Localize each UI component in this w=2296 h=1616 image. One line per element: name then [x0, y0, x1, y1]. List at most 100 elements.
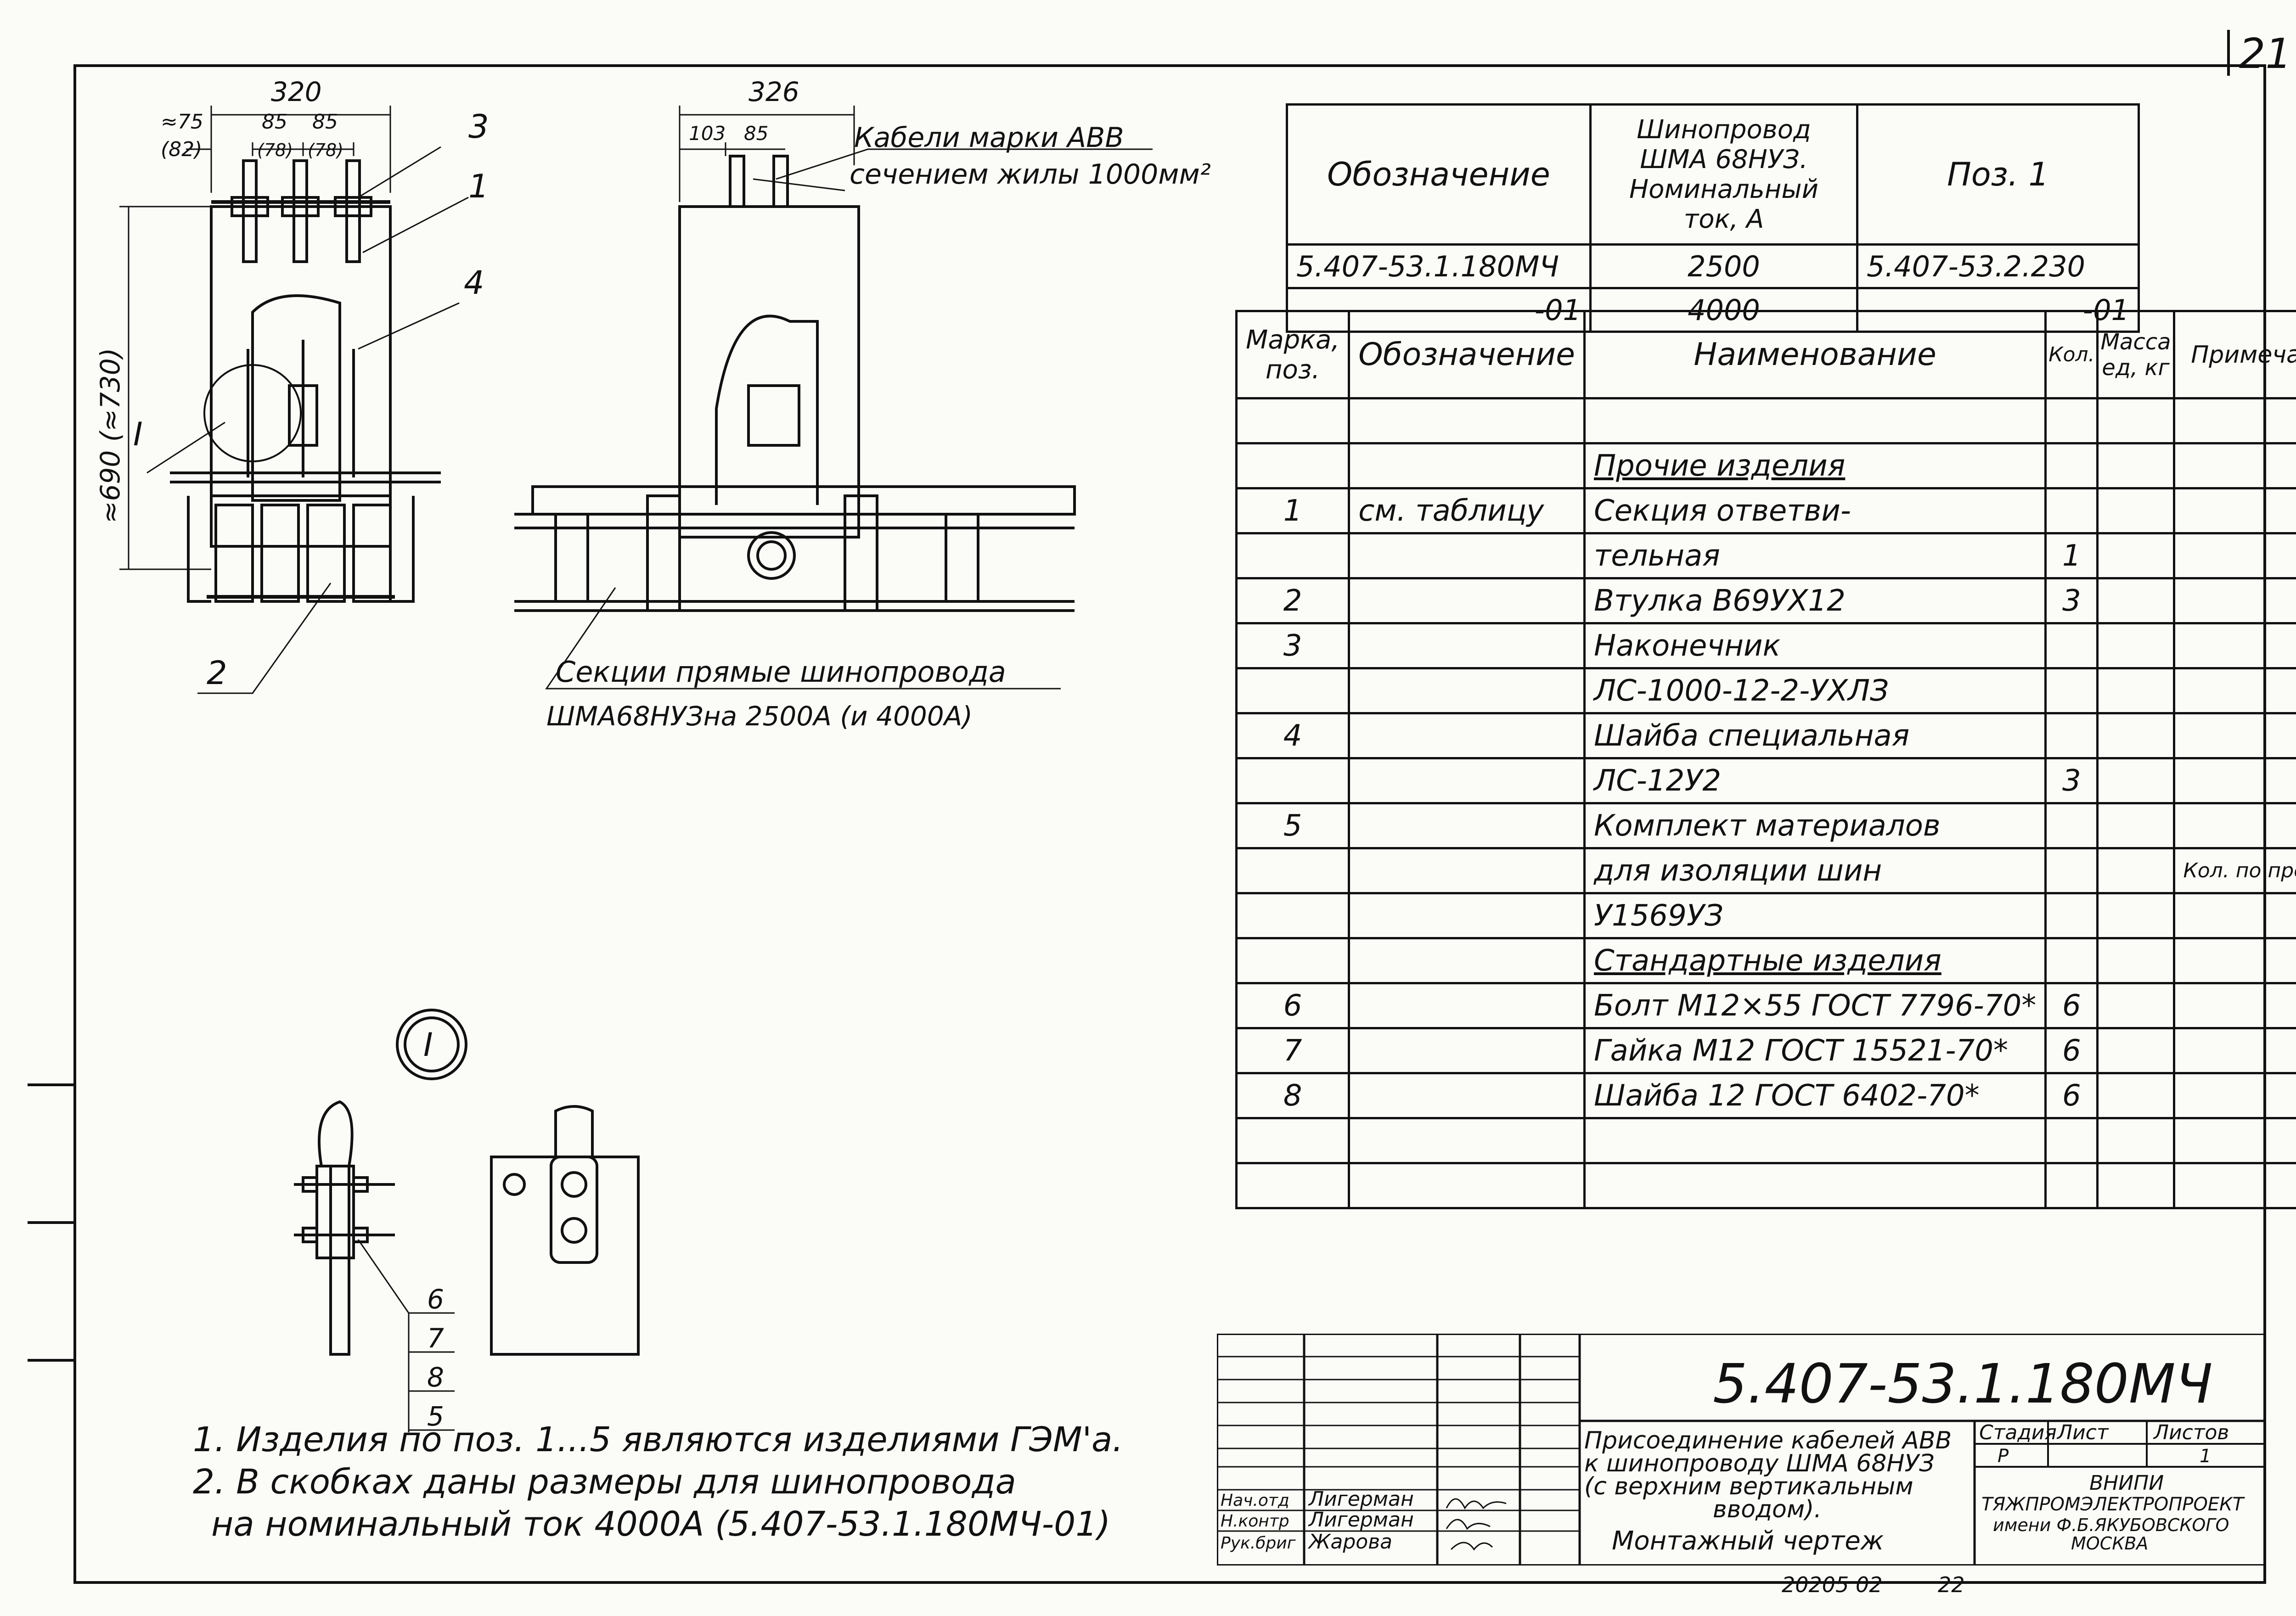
spec-cell — [2096, 577, 2175, 624]
spec-cell — [2172, 532, 2296, 579]
spec-header: Кол. — [2044, 310, 2099, 399]
spec-cell: Гайка М12 ГОСТ 15521-70* — [1583, 1027, 2047, 1074]
spec-cell — [2096, 712, 2175, 759]
spec-cell: 2 — [1235, 577, 1351, 624]
variants-cell: 2500 — [1589, 243, 1858, 289]
pos-3-label: 3 — [468, 108, 489, 146]
signature-name: Лигерман — [1308, 1508, 1414, 1532]
org-line: ВНИПИ — [2089, 1471, 2164, 1495]
spec-cell — [1348, 802, 1586, 849]
spec-cell — [2096, 532, 2175, 579]
spec-cell: Втулка В69УХ12 — [1583, 577, 2047, 624]
spec-cell — [1235, 442, 1351, 489]
spec-cell: см. таблицу — [1348, 487, 1586, 534]
table-row: Стандартные изделия — [1235, 937, 2296, 984]
spec-cell — [2172, 1162, 2296, 1209]
spec-cell — [2044, 397, 2099, 444]
spec-cell — [2096, 1072, 2175, 1119]
spec-cell — [2096, 397, 2175, 444]
spec-cell — [1348, 982, 1586, 1029]
variants-header: Поз. 1 — [1856, 103, 2140, 246]
dim-85: 85 — [312, 110, 338, 134]
pos-4-label: 4 — [464, 264, 484, 302]
spec-cell — [2096, 937, 2175, 984]
spec-cell — [2044, 892, 2099, 939]
spec-cell — [2096, 1117, 2175, 1164]
spec-cell — [2044, 712, 2099, 759]
spec-cell: тельная — [1583, 532, 2047, 579]
spec-cell — [2044, 1117, 2099, 1164]
branch-section-housing — [210, 205, 392, 548]
spec-cell: У1569УЗ — [1583, 892, 2047, 939]
spec-cell: Шайба специальная — [1583, 712, 2047, 759]
table-row: 5.407-53.1.180МЧ 2500 5.407-53.2.230 — [1286, 243, 2140, 289]
handwritten-signatures — [1446, 1498, 1507, 1551]
spec-cell — [1235, 532, 1351, 579]
spec-cell: 6 — [1235, 982, 1351, 1029]
cables-label: Кабели марки АВВ — [854, 122, 1124, 154]
signature-role: Н.контр — [1221, 1512, 1289, 1531]
detail-mark: I — [133, 415, 143, 453]
title-line: к шинопроводу ШМА 68НУЗ — [1584, 1450, 1935, 1477]
spec-header: Масса ед, кг — [2096, 310, 2175, 399]
spec-cell: Стандартные изделия — [1583, 937, 2047, 984]
spec-cell — [2172, 982, 2296, 1029]
spec-cell — [2172, 1027, 2296, 1074]
spec-cell — [2172, 1072, 2296, 1119]
sheet-label: Лист — [2056, 1421, 2109, 1444]
spec-cell: 1 — [2044, 532, 2099, 579]
spec-cell — [1235, 757, 1351, 804]
table-row — [1235, 1162, 2296, 1209]
note-line: 2. В скобках даны размеры для шинопровод… — [193, 1462, 1016, 1502]
variants-cell: 5.407-53.2.230 — [1856, 243, 2140, 289]
sheets-label: Листов — [2153, 1421, 2229, 1444]
specification-table: Марка, поз. Обозначение Наименование Кол… — [1235, 310, 2296, 1209]
title-line: вводом). — [1713, 1496, 1822, 1523]
spec-cell — [2044, 937, 2099, 984]
spec-cell — [1348, 1117, 1586, 1164]
spec-cell — [1348, 712, 1586, 759]
assembly-drawing: 320 ≈75 (82) 85 85 (78) (78) ≈690 (≈730)… — [95, 76, 1211, 1432]
dim-103: 103 — [689, 122, 726, 145]
spec-cell: 8 — [1235, 1072, 1351, 1119]
spec-cell — [1235, 892, 1351, 939]
spec-cell — [2096, 1027, 2175, 1074]
spec-cell — [1583, 1162, 2047, 1209]
org-line: МОСКВА — [2071, 1533, 2148, 1554]
org-line: имени Ф.Б.ЯКУБОВСКОГО — [1993, 1515, 2229, 1535]
title-line: Монтажный чертеж — [1612, 1526, 1884, 1556]
spec-cell: 7 — [1235, 1027, 1351, 1074]
spec-cell — [1235, 937, 1351, 984]
spec-cell — [1583, 1117, 2047, 1164]
title-line: (с верхним вертикальным — [1584, 1473, 1913, 1500]
spec-cell — [1348, 397, 1586, 444]
signature-name: Лигерман — [1308, 1487, 1414, 1511]
spec-cell — [2172, 577, 2296, 624]
table-row: Прочие изделия — [1235, 442, 2296, 489]
spec-cell: Прочие изделия — [1583, 442, 2047, 489]
spec-cell — [2172, 892, 2296, 939]
cables-label-2: сечением жилы 1000мм² — [850, 158, 1211, 191]
spec-cell: 3 — [2044, 757, 2099, 804]
spec-cell — [1348, 667, 1586, 714]
spec-cell — [1348, 577, 1586, 624]
org-line: ТЯЖПРОМЭЛЕКТРОПРОЕКТ — [1981, 1494, 2245, 1515]
spec-cell — [2096, 892, 2175, 939]
spec-cell — [1348, 1162, 1586, 1209]
sections-label: Секции прямые шинопровода — [556, 655, 1006, 689]
spec-header: Обозначение — [1348, 310, 1586, 399]
dim-690: ≈690 (≈730) — [95, 348, 126, 523]
page-number: 22 — [1938, 1572, 1965, 1597]
spec-cell — [2044, 622, 2099, 669]
spec-cell: Болт М12×55 ГОСТ 7796-70* — [1583, 982, 2047, 1029]
dim-326: 326 — [748, 76, 799, 107]
spec-cell — [2096, 487, 2175, 534]
spec-cell — [2096, 442, 2175, 489]
